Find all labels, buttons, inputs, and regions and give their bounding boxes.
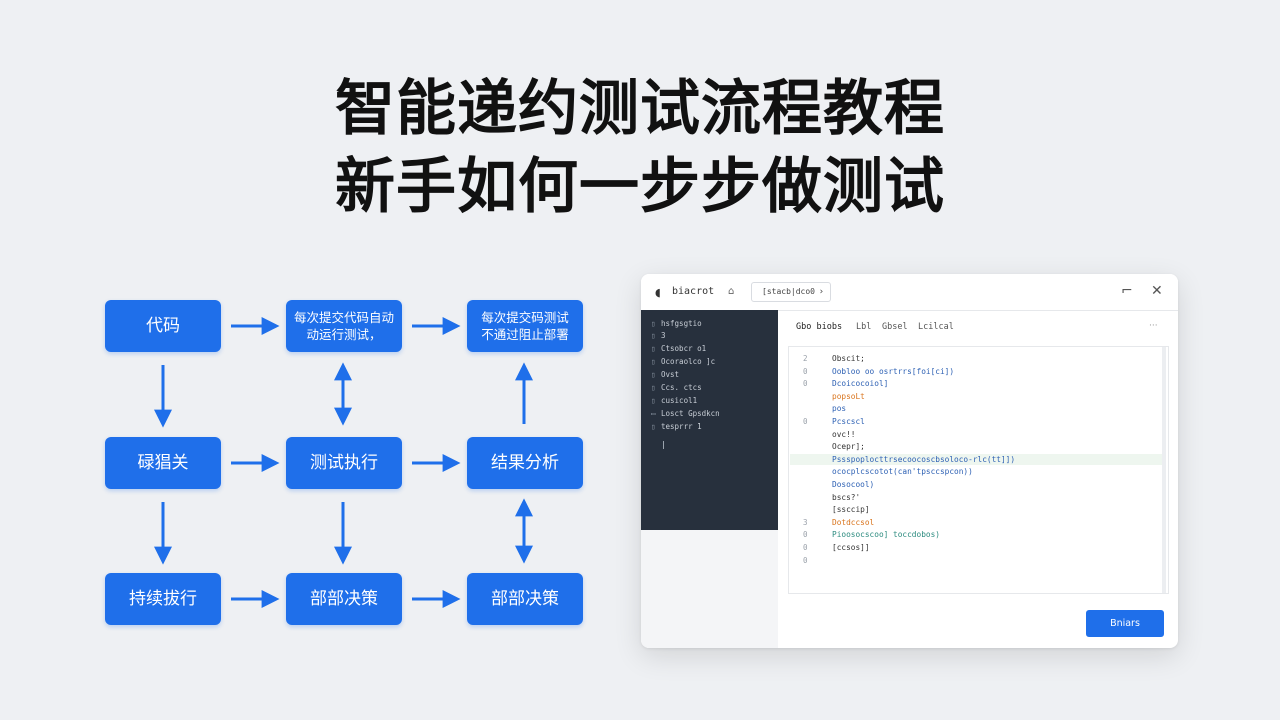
- code-line: popsoLt: [832, 391, 865, 401]
- sidebar-item[interactable]: ▯ Ovst: [651, 370, 679, 382]
- flow-node-label: 碌猖关: [137, 453, 189, 473]
- sidebar-item[interactable]: ▯ Ccs. ctcs: [651, 383, 702, 395]
- file-icon: ▯: [651, 396, 656, 405]
- line-number: 3: [803, 517, 808, 527]
- code-line: Dosocool): [832, 480, 875, 489]
- code-line: [ccsos]]: [832, 543, 870, 552]
- flow-node-result-analysis: 结果分析: [467, 437, 583, 489]
- highlighted-line: [790, 454, 1166, 465]
- file-icon: ▯: [651, 319, 656, 328]
- code-line: Obscit;: [832, 354, 865, 363]
- close-icon[interactable]: ✕: [1151, 283, 1163, 299]
- flow-node-label: 持续拔行: [129, 589, 197, 609]
- sidebar-item[interactable]: ▯ hsfgsgtio: [651, 319, 702, 331]
- tab-active[interactable]: Gbo biobs: [796, 322, 843, 332]
- line-number: 0: [803, 543, 808, 552]
- code-line: Pcscscl: [832, 417, 865, 426]
- text-cursor: [663, 441, 664, 449]
- code-line: Ocepr];: [832, 442, 865, 452]
- title-line-1: 智能递约测试流程教程: [335, 74, 945, 144]
- file-icon: ▯: [651, 370, 656, 379]
- code-line: Dotdccsol: [832, 517, 875, 527]
- file-icon: ▯: [651, 383, 656, 392]
- editor-scrollbar[interactable]: [1162, 347, 1166, 593]
- pin-icon[interactable]: ⌂: [728, 286, 735, 297]
- window-titlebar: ◖ biacrot ⌂ [stacb|dco0 › ⌐ ✕: [641, 274, 1178, 311]
- chevron-right-icon: ›: [818, 287, 824, 297]
- sidebar-item-label: Ctsobcr o1: [661, 344, 707, 353]
- breadcrumb-label: [stacb|dco0: [762, 287, 815, 296]
- sidebar-item[interactable]: ▯ Ctsobcr o1: [651, 344, 706, 356]
- tab[interactable]: Gbsel: [882, 322, 908, 332]
- sidebar-item[interactable]: ▯ Ocoraolco ]c: [651, 357, 715, 369]
- file-icon: ▯: [651, 331, 656, 340]
- sidebar-item-label: Ccs. ctcs: [661, 383, 702, 392]
- code-line: pos: [832, 404, 847, 414]
- sidebar-item-label: Ovst: [661, 370, 680, 379]
- sidebar-item-label: cusicol1: [661, 396, 698, 405]
- submit-button[interactable]: Bniars: [1086, 610, 1164, 637]
- flow-node-gate: 碌猖关: [105, 437, 221, 489]
- flow-node-auto-run: 每次提交代码自动 动运行测试，: [286, 300, 402, 352]
- code-editor[interactable]: 2 0 0 0 3 0 0 0 Obscit; Oobloo oo osrtrrs[foi[ci…: [788, 346, 1169, 594]
- flow-node-label: 结果分析: [491, 453, 559, 473]
- flow-node-test-exec: 测试执行: [286, 437, 402, 489]
- code-line: [ssccip]: [832, 505, 870, 515]
- sidebar-item-label: Losct Gpsdkcn: [661, 409, 720, 418]
- flow-node-label: 部部决策: [310, 589, 378, 609]
- flow-node-decision-2: 部部决策: [467, 573, 583, 625]
- sidebar-item-label: hsfgsgtio: [661, 319, 702, 328]
- flow-node-label: 部部决策: [491, 589, 559, 609]
- flow-node-continuous: 持续拔行: [105, 573, 221, 625]
- sidebar-item[interactable]: ▯ tesprrr 1: [651, 422, 702, 434]
- app-name: biacrot: [672, 286, 715, 297]
- code-line: ococplcscotot(can'tpsccspcon)): [832, 467, 973, 477]
- line-number: 0: [803, 530, 808, 540]
- line-number: 0: [803, 417, 808, 426]
- line-number: 0: [803, 379, 808, 389]
- flow-node-decision-1: 部部决策: [286, 573, 402, 625]
- code-line: Pioosocscoo] toccdobos): [832, 530, 940, 540]
- tab[interactable]: Lbl: [856, 322, 872, 332]
- code-line: Pssspoplocttrsecoocoscbsoloco-rlc(tt]]): [832, 454, 1016, 464]
- title-line-2: 新手如何一步步做测试: [335, 152, 945, 222]
- file-icon: ▯: [651, 357, 656, 366]
- flow-node-label: 测试执行: [310, 453, 378, 473]
- sidebar-footer-area: [641, 530, 778, 648]
- flow-node-label: 代码: [146, 316, 180, 336]
- more-options-icon[interactable]: ···: [1149, 321, 1158, 331]
- flow-arrows: [154, 317, 533, 608]
- sidebar-item-label: tesprrr 1: [661, 422, 702, 431]
- file-icon: ▭: [651, 409, 656, 418]
- breadcrumb-dropdown[interactable]: [stacb|dco0 ›: [751, 282, 831, 302]
- code-line: bscs?': [832, 492, 861, 502]
- code-line: ovc!!: [832, 429, 856, 439]
- app-logo-icon: ◖: [655, 286, 661, 299]
- sidebar-item-label: 3: [661, 331, 666, 340]
- flow-node-label: 每次提交码测试 不通过阻止部署: [481, 310, 569, 342]
- file-icon: ▯: [651, 344, 656, 353]
- title-block: 智能递约测试流程教程 新手如何一步步做测试: [0, 70, 1280, 226]
- file-icon: ▯: [651, 422, 656, 431]
- minimize-icon[interactable]: ⌐: [1121, 283, 1133, 299]
- file-sidebar: ▯hsfgsgtio ▯3 ▯Ctsobcr o1 ▯Ocoraolco ]c …: [641, 310, 778, 530]
- editor-window: ◖ biacrot ⌂ [stacb|dco0 › ⌐ ✕ ▯ hsfgsgtio…: [641, 274, 1178, 648]
- tab[interactable]: Lcilcal: [918, 322, 954, 332]
- sidebar-item-label: Ocoraolco ]c: [661, 357, 716, 366]
- sidebar-item[interactable]: ▭ Losct Gpsdkcn: [651, 409, 720, 421]
- flow-node-block-deploy: 每次提交码测试 不通过阻止部署: [467, 300, 583, 352]
- code-line: Oobloo oo osrtrrs[foi[ci]): [832, 366, 955, 376]
- line-number: 0: [803, 366, 808, 376]
- flow-node-code: 代码: [105, 300, 221, 352]
- line-number: 2: [803, 354, 808, 363]
- sidebar-item[interactable]: ▯3: [651, 331, 666, 343]
- line-number: 0: [803, 555, 808, 565]
- code-line: Dcoicocoiol]: [832, 379, 889, 389]
- sidebar-item[interactable]: ▯ cusicol1: [651, 396, 697, 408]
- flow-node-label: 每次提交代码自动 动运行测试，: [293, 310, 394, 342]
